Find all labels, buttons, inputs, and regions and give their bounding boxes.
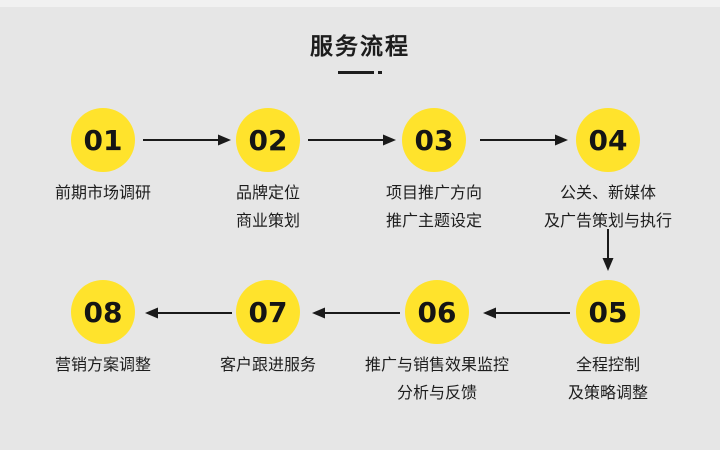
step-label-03: 项目推广方向 推广主题设定 (386, 179, 482, 235)
step-label-line: 全程控制 (575, 355, 641, 374)
step-label-line: 推广主题设定 (385, 211, 483, 230)
step-node-05: 05 全程控制 及策略调整 (568, 280, 648, 407)
step-label-04: 公关、新媒体 及广告策划与执行 (544, 179, 672, 235)
underline-dot (378, 71, 382, 74)
arrow-down-04-05-icon (602, 229, 614, 271)
step-label-line: 项目推广方向 (385, 183, 483, 202)
top-strip (0, 0, 720, 7)
step-label-01: 前期市场调研 (55, 179, 151, 207)
step-label-line: 及策略调整 (567, 383, 649, 402)
step-node-01: 01 前期市场调研 (55, 108, 151, 207)
step-circle-01: 01 (70, 108, 135, 172)
step-circle-02: 02 (235, 108, 300, 172)
step-label-line: 公关、新媒体 (559, 183, 657, 202)
step-label-line: 客户跟进服务 (219, 355, 317, 374)
step-label-08: 营销方案调整 (55, 351, 151, 379)
step-circle-06: 06 (404, 280, 469, 344)
step-circle-04: 04 (575, 108, 640, 172)
step-label-07: 客户跟进服务 (220, 351, 316, 379)
page-title: 服务流程 (310, 34, 410, 60)
step-label-line: 前期市场调研 (54, 183, 152, 202)
arrow-left-06-07-icon (312, 307, 400, 319)
step-label-02: 品牌定位 商业策划 (236, 179, 300, 235)
step-number: 08 (83, 295, 123, 329)
title-underline (338, 71, 382, 74)
step-node-07: 07 客户跟进服务 (220, 280, 316, 379)
step-node-04: 04 公关、新媒体 及广告策划与执行 (544, 108, 672, 235)
step-number: 04 (588, 123, 628, 157)
underline-bar (338, 71, 374, 74)
step-label-line: 品牌定位 (235, 183, 301, 202)
arrow-right-03-04-icon (480, 134, 568, 146)
arrow-right-01-02-icon (143, 134, 231, 146)
step-label-05: 全程控制 及策略调整 (568, 351, 648, 407)
arrow-left-07-08-icon (145, 307, 232, 319)
step-number: 01 (83, 123, 123, 157)
step-node-02: 02 品牌定位 商业策划 (235, 108, 300, 235)
step-label-line: 分析与反馈 (396, 383, 478, 402)
step-label-line: 营销方案调整 (54, 355, 152, 374)
step-number: 06 (417, 295, 457, 329)
step-node-08: 08 营销方案调整 (55, 280, 151, 379)
step-number: 03 (414, 123, 454, 157)
step-circle-07: 07 (235, 280, 300, 344)
step-number: 05 (588, 295, 628, 329)
step-node-06: 06 推广与销售效果监控 分析与反馈 (365, 280, 509, 407)
step-number: 02 (248, 123, 288, 157)
arrow-left-05-06-icon (483, 307, 570, 319)
step-circle-08: 08 (70, 280, 135, 344)
step-label-06: 推广与销售效果监控 分析与反馈 (365, 351, 509, 407)
step-label-line: 商业策划 (235, 211, 301, 230)
arrow-right-02-03-icon (308, 134, 396, 146)
step-circle-03: 03 (401, 108, 466, 172)
step-circle-05: 05 (575, 280, 640, 344)
step-label-line: 推广与销售效果监控 (364, 355, 510, 374)
step-number: 07 (248, 295, 288, 329)
step-node-03: 03 项目推广方向 推广主题设定 (386, 108, 482, 235)
step-label-line: 及广告策划与执行 (543, 211, 673, 230)
